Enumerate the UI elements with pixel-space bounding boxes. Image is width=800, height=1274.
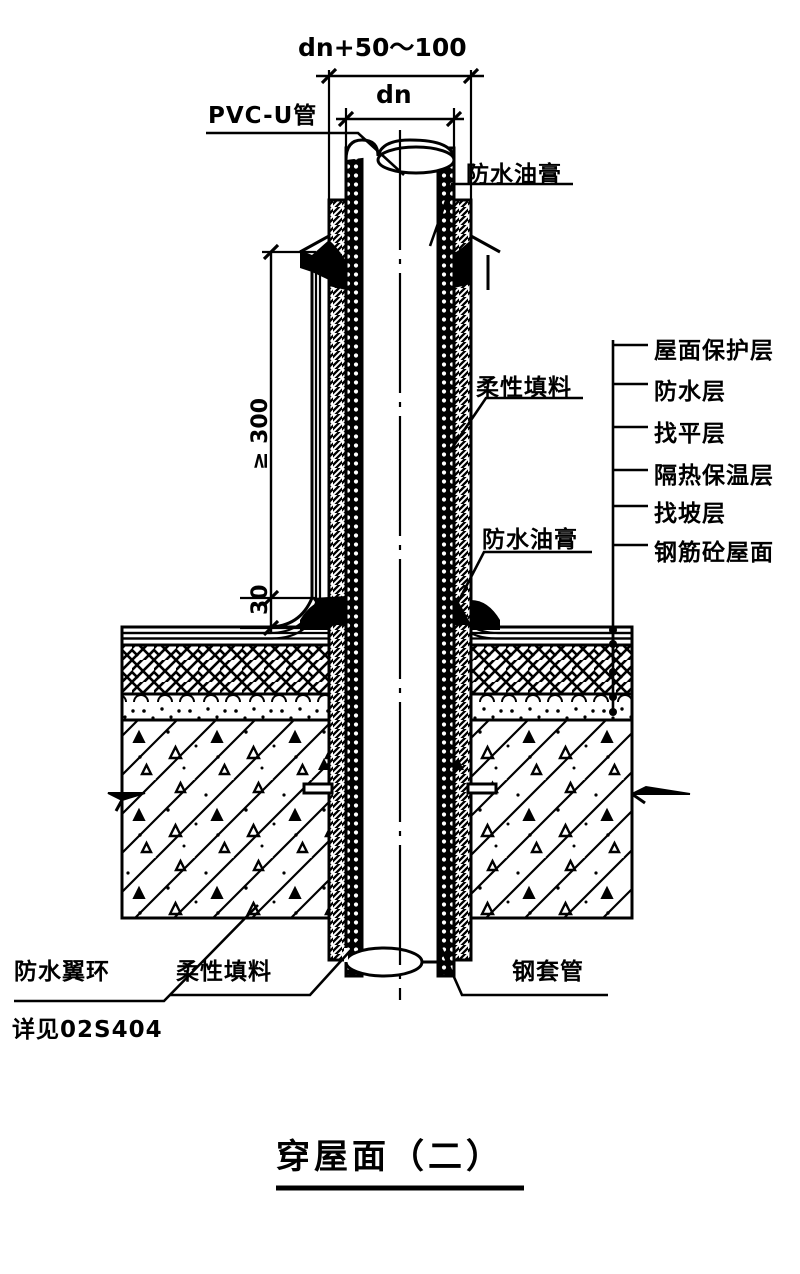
label-steel-sleeve: 钢套管 <box>512 959 584 985</box>
break-symbol-left <box>107 792 146 812</box>
roof-layer-label-5: 钢筋砼屋面 <box>654 540 774 566</box>
roof-layer-label-4: 找坡层 <box>654 501 726 527</box>
label-flexible-filler-bottom: 柔性填料 <box>176 959 272 985</box>
label-flexible-filler-top: 柔性填料 <box>476 375 572 401</box>
drawing-title: 穿屋面（二） <box>276 1137 504 1177</box>
dimension-label-height-above-roof: ≥ 300 <box>248 397 273 470</box>
dimension-height <box>240 243 316 637</box>
dimension-sleeve-outer <box>316 67 484 205</box>
break-symbol-right <box>631 785 691 805</box>
roof-layer-label-1: 防水层 <box>654 379 726 405</box>
dimension-label-dn: dn <box>376 80 412 109</box>
roof-layer-label-2: 找平层 <box>654 421 726 447</box>
label-sealant-top: 防水油膏 <box>466 162 562 188</box>
roof-layer-label-3: 隔热保温层 <box>654 463 774 489</box>
sleeve-top-collar <box>299 234 501 290</box>
roof-layer-pointer-dots <box>609 626 617 716</box>
dimension-pipe-dn <box>336 108 464 150</box>
waterproof-wing-ring <box>302 758 498 795</box>
dimension-label-sleeve-outer: dn+50～100 <box>298 33 467 62</box>
roof-layer-label-0: 屋面保护层 <box>654 338 774 364</box>
pvc-u-pipe <box>344 130 456 1000</box>
label-pvc-u-pipe: PVC-U管 <box>208 103 318 129</box>
sealant-top <box>300 240 471 290</box>
dimension-label-curb-height: 30 <box>248 584 273 615</box>
label-waterproof-wing-ring: 防水翼环 <box>14 959 110 985</box>
label-waterproof-wing-ring-ref: 详见02S404 <box>12 1017 163 1043</box>
label-sealant-bottom: 防水油膏 <box>482 527 578 553</box>
leader-lines <box>14 131 608 1003</box>
